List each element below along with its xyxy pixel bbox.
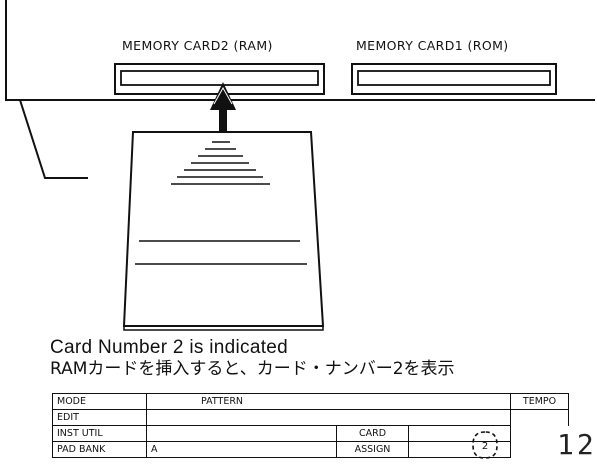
- inst-util-label: INST UTIL: [52, 425, 147, 442]
- display-table: MODE PATTERN TEMPO EDIT INST UTIL CARD P…: [52, 393, 570, 458]
- mode-value: PATTERN: [145, 393, 512, 410]
- device-body-outline: [5, 0, 595, 101]
- tempo-header: TEMPO: [510, 393, 570, 410]
- tempo-value: 120: [557, 428, 597, 461]
- panel-row-inst-util: INST UTIL CARD: [52, 425, 569, 442]
- device-illustration: MEMORY CARD2 (RAM) MEMORY CARD1 (ROM): [5, 0, 595, 331]
- assign-label: ASSIGN: [336, 441, 409, 458]
- insert-arrow-icon: [210, 82, 236, 140]
- edit-label: EDIT: [52, 409, 147, 426]
- card2-slot[interactable]: [114, 63, 325, 95]
- memory-card-illustration: [122, 131, 325, 331]
- card2-slot-label: MEMORY CARD2 (RAM): [122, 38, 273, 53]
- caption-japanese: RAMカードを挿入すると、カード・ナンバー2を表示: [50, 359, 455, 379]
- panel-row-edit: EDIT: [52, 409, 570, 426]
- mode-label: MODE: [52, 393, 147, 410]
- device-body-edge: [19, 99, 88, 179]
- pad-bank-value: A: [146, 441, 337, 458]
- card-number-value: 2: [482, 441, 488, 452]
- panel-row-pad-bank: PAD BANK A ASSIGN: [52, 441, 569, 458]
- card-number-indicator: 2: [472, 431, 498, 459]
- card1-slot-label: MEMORY CARD1 (ROM): [356, 38, 509, 53]
- card1-slot[interactable]: [351, 63, 557, 95]
- caption-english: Card Number 2 is indicated: [50, 337, 289, 358]
- lcd-display-panel: MODE PATTERN TEMPO EDIT INST UTIL CARD P…: [52, 393, 597, 466]
- panel-row-mode: MODE PATTERN TEMPO: [52, 393, 570, 410]
- card-label: CARD: [336, 425, 409, 442]
- pad-bank-label: PAD BANK: [52, 441, 147, 458]
